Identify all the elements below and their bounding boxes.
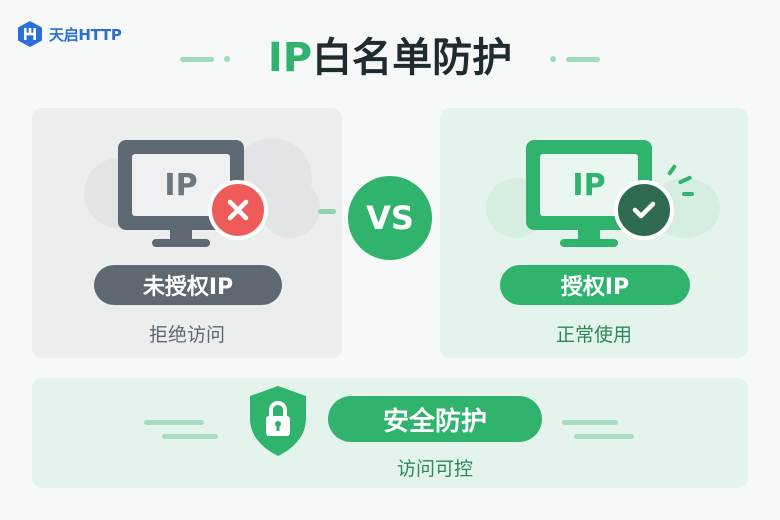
- security-protection-label: 安全防护: [328, 396, 542, 442]
- authorized-panel: IP 授权IP 正常使用: [440, 108, 748, 358]
- shield-lock-icon: [250, 386, 306, 456]
- title-decoration-dot: [224, 56, 230, 62]
- unauthorized-panel: IP 未授权IP 拒绝访问: [32, 108, 342, 358]
- decoration-line: [144, 420, 204, 425]
- authorized-ip-label: 授权IP: [500, 265, 690, 305]
- decoration-line: [162, 434, 218, 439]
- decoration-line: [562, 420, 618, 425]
- brand-name: 天启HTTP: [49, 25, 122, 44]
- connector-line: [318, 209, 336, 214]
- cloud-decoration: [260, 178, 320, 238]
- x-mark-icon: [208, 180, 268, 240]
- monitor-screen-label: IP: [132, 154, 230, 216]
- access-controlled-caption: 访问可控: [396, 458, 473, 480]
- title-accent: IP: [267, 35, 313, 81]
- title-decoration-line: [566, 57, 600, 62]
- check-mark-icon: [614, 180, 674, 240]
- brand-logo: 天启HTTP: [16, 20, 122, 48]
- sparkle-line: [682, 192, 694, 196]
- page-title: IP白名单防护: [0, 30, 780, 86]
- unauthorized-ip-label: 未授权IP: [94, 265, 282, 305]
- title-decoration-line: [180, 57, 214, 62]
- normal-use-caption: 正常使用: [555, 324, 632, 346]
- hexagon-logo-icon: [18, 21, 42, 47]
- protection-panel: 安全防护 访问可控: [32, 378, 748, 488]
- title-rest: 白名单防护: [312, 35, 513, 81]
- sparkle-line: [666, 163, 678, 177]
- header: IP白名单防护: [0, 30, 780, 86]
- access-denied-caption: 拒绝访问: [148, 324, 225, 346]
- vs-badge: VS: [348, 176, 432, 260]
- title-decoration-dot: [550, 56, 556, 62]
- monitor-screen-label: IP: [540, 154, 638, 216]
- decoration-line: [574, 434, 634, 439]
